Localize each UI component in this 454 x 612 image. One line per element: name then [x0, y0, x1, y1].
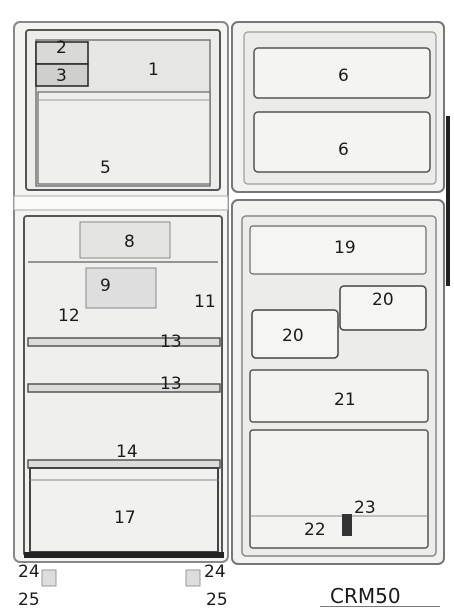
- callout-21: 21: [334, 392, 356, 409]
- callout-22: 22: [304, 522, 326, 539]
- callout-24-right: 24: [204, 564, 226, 581]
- callout-3: 3: [56, 68, 67, 85]
- shelf-2: [28, 338, 220, 346]
- divider: [14, 196, 228, 210]
- foot-left: [42, 570, 56, 586]
- callout-5: 5: [100, 160, 111, 177]
- callout-13-bottom: 13: [160, 376, 182, 393]
- callout-12: 12: [58, 308, 80, 325]
- callout-8: 8: [124, 234, 135, 251]
- callout-9: 9: [100, 278, 111, 295]
- callout-25-right: 25: [206, 592, 228, 609]
- freezer-shelf: [38, 92, 210, 184]
- model-underline: [320, 606, 440, 607]
- bottle-bin: [250, 430, 428, 548]
- callout-14: 14: [116, 444, 138, 461]
- bottle-holder: [342, 514, 352, 536]
- base-plinth: [24, 552, 224, 558]
- shelf-3: [28, 384, 220, 392]
- callout-11: 11: [194, 294, 216, 311]
- callout-6-top: 6: [338, 68, 349, 85]
- callout-20-left: 20: [282, 328, 304, 345]
- callout-17: 17: [114, 510, 136, 527]
- callout-13-top: 13: [160, 334, 182, 351]
- callout-6-bottom: 6: [338, 142, 349, 159]
- chiller-box: [86, 268, 156, 308]
- model-name: CRM50: [330, 584, 401, 608]
- callout-25-left: 25: [18, 592, 40, 609]
- foot-right: [186, 570, 200, 586]
- callout-24-left: 24: [18, 564, 40, 581]
- callout-2: 2: [56, 40, 67, 57]
- callout-20-right: 20: [372, 292, 394, 309]
- callout-19: 19: [334, 240, 356, 257]
- door-handle: [446, 116, 450, 286]
- callout-23: 23: [354, 500, 376, 517]
- callout-1: 1: [148, 62, 159, 79]
